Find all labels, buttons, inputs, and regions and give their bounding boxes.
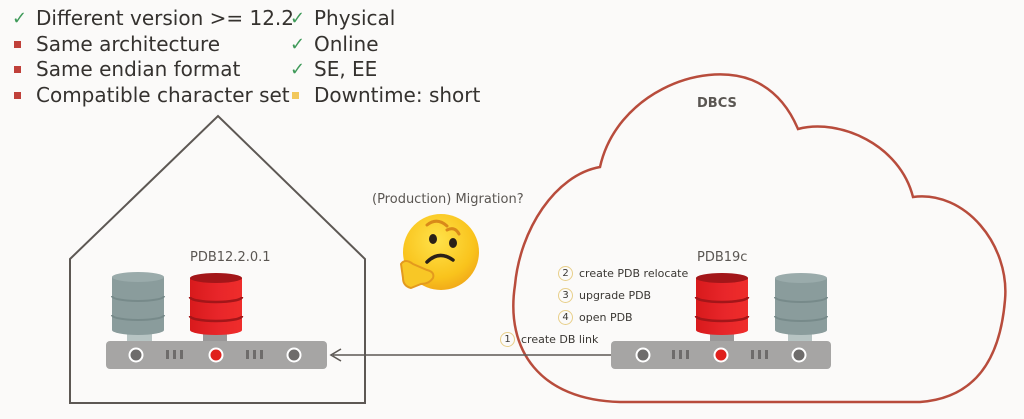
database-icon-gray-source <box>111 272 165 341</box>
requirement-text: SE, EE <box>314 57 378 81</box>
step-text: create PDB relocate <box>579 267 689 280</box>
requirement-item: Downtime: short <box>290 83 480 109</box>
requirement-text: Same endian format <box>36 57 241 81</box>
cloud-outline <box>512 73 1007 404</box>
step-number-badge: 3 <box>558 288 573 303</box>
requirement-text: Physical <box>314 6 396 30</box>
step-number-badge: 2 <box>558 266 573 281</box>
migration-question: (Production) Migration? <box>372 192 524 207</box>
requirement-text: Different version >= 12.2 <box>36 6 295 30</box>
step-text: upgrade PDB <box>579 289 652 302</box>
requirement-item: Same architecture <box>12 32 294 58</box>
source-container-label: PDB12.2.0.1 <box>190 250 271 265</box>
check-icon: ✓ <box>290 59 306 80</box>
arrow-head-icon <box>329 348 342 362</box>
square-bullet-icon <box>290 91 314 99</box>
requirements-list-left: ✓ Different version >= 12.2 Same archite… <box>12 6 294 108</box>
check-icon: ✓ <box>290 33 306 55</box>
cloud-label: DBCS <box>697 96 737 111</box>
step-item: 1 create DB link <box>500 332 598 347</box>
requirement-text: Same architecture <box>36 31 221 56</box>
step-item: 4 open PDB <box>558 310 633 325</box>
database-icon-red-target <box>694 273 750 341</box>
step-text: create DB link <box>521 333 599 346</box>
step-number-badge: 4 <box>558 310 573 325</box>
requirements-list-right: ✓ Physical ✓ Online ✓ SE, EE Downtime: s… <box>290 6 480 108</box>
square-bullet-icon <box>12 91 36 99</box>
step-number-badge: 1 <box>500 332 515 347</box>
square-bullet-icon <box>12 66 36 74</box>
check-icon: ✓ <box>290 8 306 29</box>
server-bar-source <box>106 341 327 369</box>
database-icon-gray-target <box>774 273 828 341</box>
database-icon-red-source <box>188 273 244 341</box>
requirement-item: ✓ Physical <box>290 6 480 32</box>
thinking-face-icon <box>399 214 479 290</box>
step-text: open PDB <box>579 311 633 324</box>
square-bullet-icon <box>12 40 36 48</box>
target-container-label: PDB19c <box>697 250 748 265</box>
check-icon: ✓ <box>12 8 28 29</box>
requirement-item: ✓ Different version >= 12.2 <box>12 6 294 32</box>
requirement-item: ✓ SE, EE <box>290 57 480 83</box>
house-outline <box>69 114 366 404</box>
requirement-text: Online <box>314 31 379 56</box>
requirement-item: Same endian format <box>12 57 294 83</box>
requirement-text: Downtime: short <box>314 82 481 107</box>
server-bar-target <box>611 341 831 369</box>
requirement-item: Compatible character set <box>12 83 294 109</box>
requirement-item: ✓ Online <box>290 32 480 58</box>
requirement-text: Compatible character set <box>36 82 290 107</box>
step-item: 3 upgrade PDB <box>558 288 651 303</box>
step-item: 2 create PDB relocate <box>558 266 688 281</box>
